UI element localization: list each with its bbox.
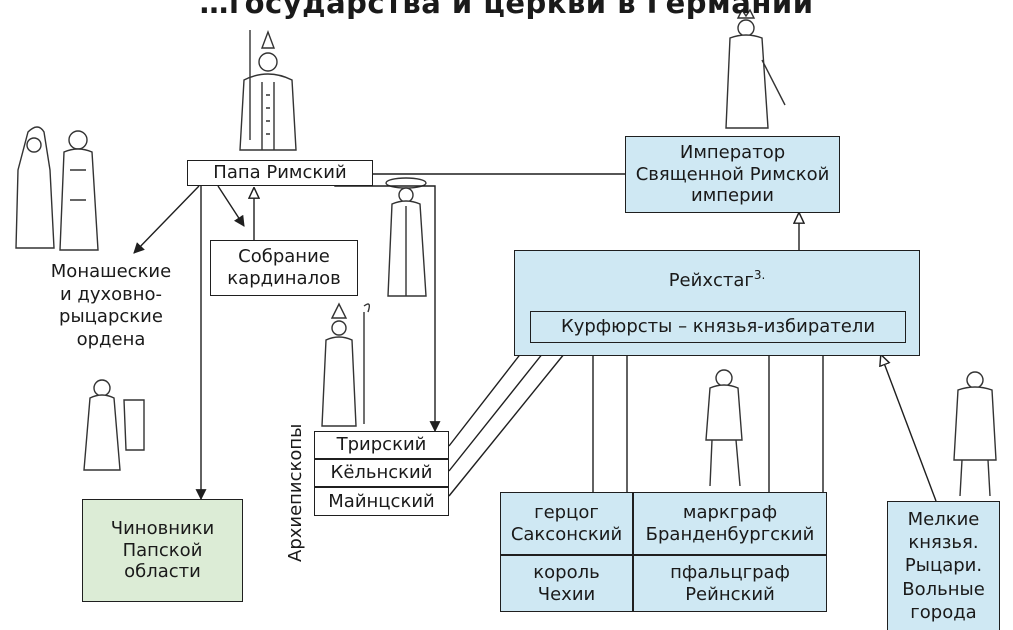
- clerk-figure-icon: [83, 379, 145, 471]
- cardinals-label: Собрание кардиналов: [227, 246, 341, 289]
- archbishop-trier-label: Трирский: [336, 434, 427, 456]
- emperor-figure-icon: [725, 8, 786, 129]
- page-title: …государства и церкви в Германии: [199, 0, 814, 20]
- pope-label: Папа Римский: [213, 162, 347, 184]
- minor-estates-label: Мелкие князья. Рыцари. Вольные города: [902, 509, 985, 623]
- cardinals-box: Собрание кардиналов: [210, 240, 358, 296]
- brandenburg-label: маркграф Бранденбургский: [645, 501, 815, 545]
- pope-box: Папа Римский: [187, 160, 373, 186]
- saxony-label: герцог Саксонский: [510, 501, 623, 545]
- burgher-figure-icon: [953, 371, 997, 497]
- brandenburg-box: маркграф Бранденбургский: [633, 492, 827, 555]
- archbishop-cologne-label: Кёльнский: [330, 462, 433, 484]
- archbishop-cologne-box: Кёльнский: [314, 459, 449, 487]
- pope-figure-icon: [239, 30, 297, 151]
- saxony-box: герцог Саксонский: [500, 492, 633, 555]
- emperor-label: Император Священной Римской империи: [635, 141, 830, 207]
- electors-label: Курфюрсты – князья-избиратели: [560, 316, 876, 338]
- monk-figure-icon: [15, 126, 55, 249]
- archbishop-mainz-label: Майнцский: [328, 490, 435, 512]
- emperor-box: Император Священной Римской империи: [625, 136, 840, 213]
- electors-box: Курфюрсты – князья-избиратели: [530, 311, 906, 343]
- reichstag-label: Рейхстаг3.: [668, 268, 766, 291]
- knight-monk-figure-icon: [59, 130, 99, 251]
- palatinate-box: пфальцграф Рейнский: [633, 555, 827, 612]
- orders-label: Монашеские и духовно- рыцарские ордена: [50, 261, 172, 350]
- officials-box: Чиновники Папской области: [82, 499, 243, 602]
- officials-label: Чиновники Папской области: [110, 517, 215, 583]
- bishop-figure-icon: [321, 302, 371, 427]
- prince-figure-icon: [705, 369, 743, 487]
- archbishop-trier-box: Трирский: [314, 431, 449, 459]
- bohemia-box: король Чехии: [500, 555, 633, 612]
- archbishop-mainz-box: Майнцский: [314, 487, 449, 516]
- palatinate-label: пфальцграф Рейнский: [670, 561, 790, 605]
- bohemia-label: король Чехии: [533, 561, 600, 605]
- reichstag-footnote: 3.: [753, 268, 766, 282]
- minor-estates-box: Мелкие князья. Рыцари. Вольные города: [887, 501, 1000, 630]
- archbishops-vertical-label: Архиепископы: [285, 423, 306, 562]
- cardinal-figure-icon: [385, 177, 427, 297]
